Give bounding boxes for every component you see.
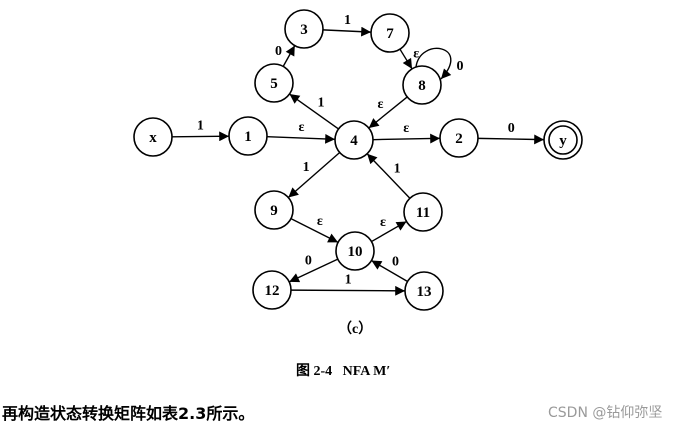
state-7: 7 xyxy=(370,13,410,53)
transition-12-13: 1 xyxy=(290,273,406,296)
transition-8-4: ε xyxy=(368,96,408,129)
figure-caption: 图 2-4 NFA M′ xyxy=(296,364,391,379)
state-11: 11 xyxy=(403,192,443,232)
transition-label: 0 xyxy=(392,255,399,270)
transition-label: 0 xyxy=(457,59,464,74)
transition-label: 0 xyxy=(508,121,515,136)
transition-label: 1 xyxy=(303,160,310,175)
state-8: 8 xyxy=(402,65,442,105)
state-4: 4 xyxy=(334,120,374,160)
transition-4-2: ε xyxy=(372,121,441,144)
state-label: 13 xyxy=(417,284,432,300)
state-y: y xyxy=(543,120,583,160)
state-label: 10 xyxy=(348,244,363,260)
state-label: 12 xyxy=(265,283,280,299)
state-label: 11 xyxy=(416,205,430,221)
state-5: 5 xyxy=(254,63,294,103)
transition-label: 0 xyxy=(305,254,312,269)
state-label: x xyxy=(149,130,157,146)
transition-label: ε xyxy=(380,215,386,230)
transition-label: ε xyxy=(298,120,304,135)
transition-8-8: 0 xyxy=(415,47,464,80)
transition-5-3: 0 xyxy=(275,44,296,67)
state-3: 3 xyxy=(284,9,324,49)
state-label: 4 xyxy=(350,133,358,149)
transition-7-8: ε xyxy=(399,47,419,70)
state-10: 10 xyxy=(335,231,375,271)
transition-label: 1 xyxy=(394,162,401,177)
transition-label: 1 xyxy=(197,119,204,134)
transition-4-9: 1 xyxy=(287,151,341,199)
state-label: 5 xyxy=(270,76,278,92)
transition-label: 1 xyxy=(344,13,351,28)
transition-label: 1 xyxy=(345,273,352,288)
state-label: 3 xyxy=(300,22,308,38)
state-label: y xyxy=(559,133,567,149)
state-label: 8 xyxy=(418,78,426,94)
transition-9-10: ε xyxy=(290,214,339,244)
subfigure-label: （c） xyxy=(338,322,373,337)
transition-2-y: 0 xyxy=(477,121,545,145)
transition-13-10: 0 xyxy=(371,255,408,283)
transition-label: ε xyxy=(403,121,409,136)
state-label: 2 xyxy=(455,131,463,147)
state-x: x xyxy=(133,117,173,157)
state-1: 1 xyxy=(228,116,268,156)
transition-label: ε xyxy=(317,214,323,229)
state-label: 9 xyxy=(270,203,278,219)
transition-3-7: 1 xyxy=(322,13,372,37)
transition-1-4: ε xyxy=(266,120,336,144)
transition-label: 1 xyxy=(317,96,324,111)
transition-label: ε xyxy=(413,47,419,62)
transition-10-11: ε xyxy=(371,215,407,243)
state-9: 9 xyxy=(254,190,294,230)
state-12: 12 xyxy=(252,270,292,310)
body-text: 再构造状态转换矩阵如表2.3所示。 xyxy=(2,404,255,423)
transition-x-1: 1 xyxy=(171,119,230,142)
state-label: 1 xyxy=(244,129,252,145)
transition-label: ε xyxy=(377,97,383,112)
transition-label: 0 xyxy=(275,44,282,59)
transition-4-5: 1 xyxy=(289,93,339,130)
state-13: 13 xyxy=(404,271,444,311)
transition-10-12: 0 xyxy=(288,254,339,283)
state-2: 2 xyxy=(439,118,479,158)
transition-11-4: 1 xyxy=(366,153,411,199)
watermark: CSDN @钻仰弥坚 xyxy=(548,405,663,421)
state-label: 7 xyxy=(386,26,394,42)
